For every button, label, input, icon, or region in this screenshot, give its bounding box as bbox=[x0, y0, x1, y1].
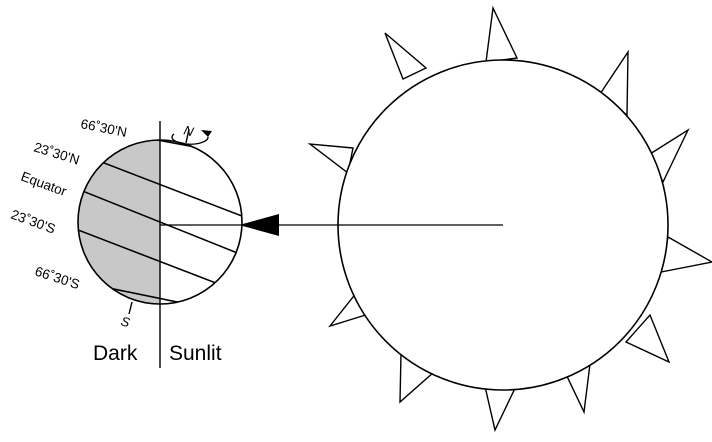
label-equator: Equator bbox=[19, 169, 69, 199]
label-23-30-s: 23˚30'S bbox=[9, 207, 57, 237]
label-23-30-n: 23˚30'N bbox=[32, 140, 81, 168]
sun-ray bbox=[486, 8, 517, 62]
label-sunlit: Sunlit bbox=[169, 342, 222, 365]
label-dark: Dark bbox=[93, 342, 138, 365]
label-south-pole: S bbox=[119, 313, 132, 330]
label-66-30-n: 66˚30'N bbox=[79, 116, 128, 140]
sun-ray bbox=[661, 237, 712, 272]
label-north-pole: N bbox=[182, 122, 196, 139]
sun-ray bbox=[385, 33, 426, 79]
sun-ray bbox=[310, 144, 353, 173]
label-66-30-s: 66˚30'S bbox=[33, 264, 82, 293]
sunlight-arrowhead bbox=[239, 214, 279, 236]
south-axis bbox=[129, 302, 132, 314]
